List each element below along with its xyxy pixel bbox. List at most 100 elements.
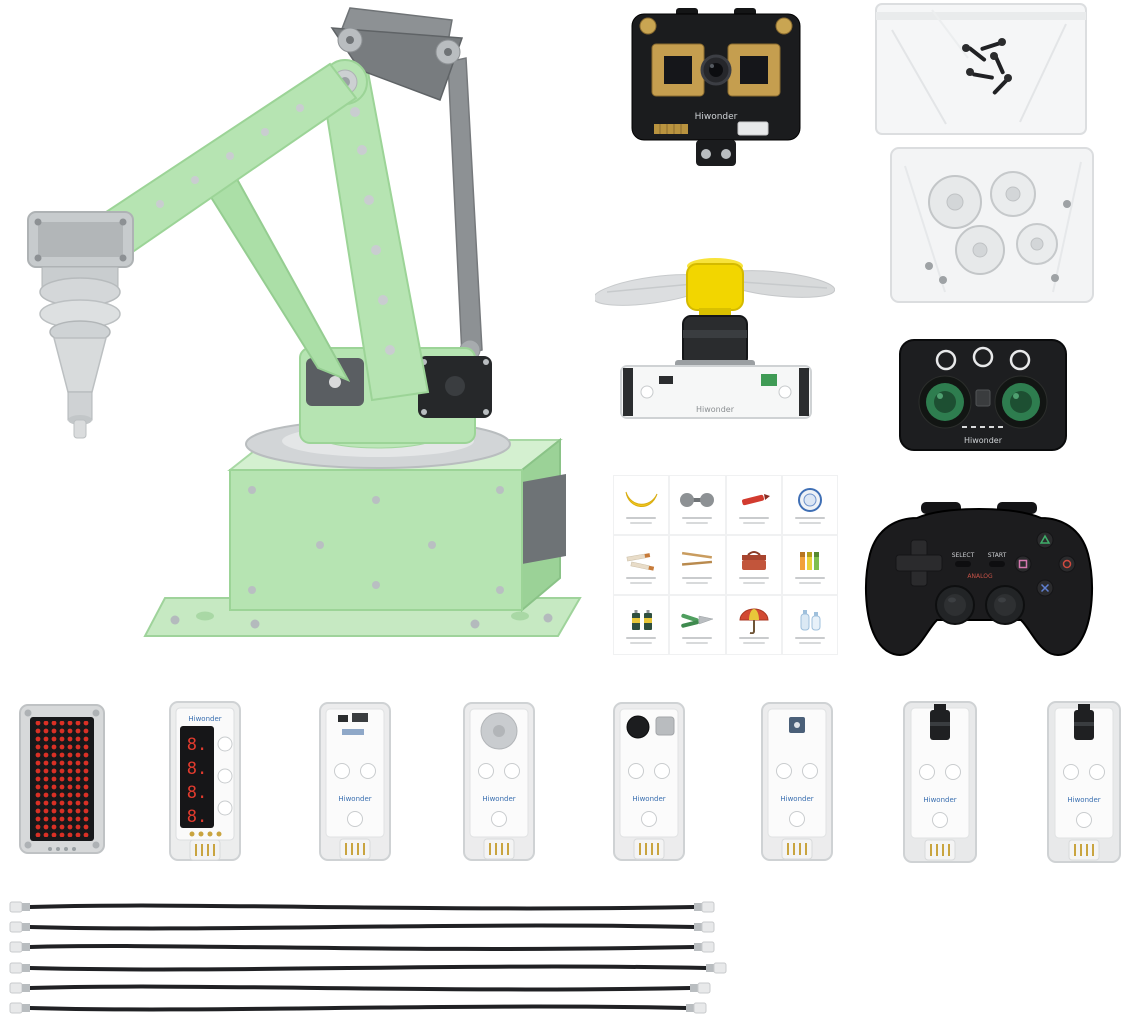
- chip: [342, 729, 364, 735]
- main-arm-link: [320, 70, 430, 402]
- dot-matrix-module: [18, 703, 106, 855]
- card-garden-shears: [669, 595, 726, 655]
- card-umbrella: [725, 595, 782, 655]
- mount-hole: [919, 764, 935, 780]
- cigarette-butts-icon: [626, 553, 655, 571]
- umbrella-icon: [739, 608, 769, 634]
- chip: [352, 713, 368, 722]
- mount-hole: [628, 763, 644, 779]
- metal-discs: [925, 171, 1071, 284]
- led-dots: [34, 721, 90, 837]
- round-black-sensor: [626, 715, 650, 739]
- mount-hole: [347, 811, 363, 827]
- mount-hole: [789, 811, 805, 827]
- round-sensor-module: Hiwonder: [462, 701, 536, 862]
- sensor-module-a-illustration: Hiwonder: [319, 702, 391, 861]
- chip-window: [794, 722, 800, 728]
- cables-illustration: [9, 901, 727, 1014]
- tool-box-icon: [741, 551, 766, 570]
- sensor-right: [740, 56, 768, 84]
- cable-set: [8, 895, 728, 1017]
- joystick-module: Hiwonder: [898, 338, 1068, 453]
- mount-hole: [1089, 764, 1105, 780]
- start-label: START: [988, 552, 1007, 559]
- fan-hub: [686, 263, 744, 311]
- mount-hole: [491, 811, 507, 827]
- robot-arm: [0, 0, 600, 660]
- cable: [9, 941, 715, 953]
- mount-hole: [776, 763, 792, 779]
- chip: [338, 715, 348, 722]
- select-button: [955, 561, 971, 567]
- analog-label: ANALOG: [967, 573, 993, 580]
- brand-label: Hiwonder: [780, 795, 813, 803]
- bearing-bag-illustration: [890, 147, 1094, 303]
- connector-module-a: Hiwonder: [902, 700, 978, 864]
- brand-label: Hiwonder: [482, 795, 515, 803]
- cable: [9, 962, 727, 974]
- joystick-module-illustration: Hiwonder: [899, 339, 1067, 451]
- card-disposable-chopsticks: [669, 535, 726, 595]
- connector-module-a-illustration: Hiwonder: [903, 701, 977, 863]
- screw-icon: [24, 841, 32, 849]
- plastic-bag: [890, 147, 1094, 303]
- gamepad-body: [864, 507, 1094, 656]
- mount-hole: [778, 385, 792, 399]
- plug-tip: [1078, 704, 1090, 712]
- joystick-left: [918, 375, 972, 429]
- chip-sensor-module: Hiwonder: [760, 701, 834, 862]
- mount-hole: [932, 812, 948, 828]
- ring-button: [972, 346, 994, 368]
- board-rail-right: [799, 368, 809, 416]
- fan-motor: [682, 315, 748, 367]
- brand-label: Hiwonder: [923, 796, 956, 804]
- dual-sensor-module: Hiwonder: [612, 701, 686, 862]
- chip-sensor-illustration: Hiwonder: [761, 702, 833, 861]
- digit: 8.: [187, 783, 207, 803]
- card-banana-peel: [613, 475, 670, 535]
- plastic-bag: [875, 3, 1087, 135]
- plate-icon: [797, 488, 822, 512]
- pin-header: [654, 124, 688, 134]
- dpad: [895, 539, 943, 587]
- fan-module-illustration: Hiwonder: [595, 258, 835, 419]
- select-label: SELECT: [952, 552, 975, 559]
- rear-link: [447, 57, 483, 361]
- hub-neck: [699, 308, 731, 318]
- connector-tab: [189, 839, 221, 861]
- screws-cluster: [962, 38, 1012, 95]
- motor-band: [683, 330, 747, 338]
- screw-bag-illustration: [875, 3, 1087, 135]
- cable: [9, 901, 715, 913]
- connector-tab: [339, 838, 371, 860]
- mount-hole: [217, 736, 233, 752]
- lens-highlight: [710, 64, 714, 68]
- ring-button: [935, 349, 957, 371]
- terminal-block: [761, 374, 777, 386]
- dash-marks: [962, 426, 1003, 428]
- connector-module-b-illustration: Hiwonder: [1047, 701, 1121, 863]
- connector-tab: [924, 839, 956, 861]
- screw-icon: [721, 149, 731, 159]
- dumbbell-icon: [680, 493, 715, 507]
- round-sensor-illustration: Hiwonder: [463, 702, 535, 861]
- mount-hole: [945, 764, 961, 780]
- brand-label: Hiwonder: [964, 436, 1003, 445]
- module-pcb: [325, 708, 385, 838]
- fan-module: Hiwonder: [595, 252, 835, 424]
- garden-shears-icon: [681, 613, 715, 628]
- digit-display-module: Hiwonder 8. 8. 8. 8.: [168, 700, 242, 862]
- support-strut: [202, 168, 351, 382]
- brand-label: Hiwonder: [695, 112, 738, 122]
- mount-hole: [641, 811, 657, 827]
- card-tool-box: [725, 535, 782, 595]
- gold-screw-icon: [775, 17, 793, 35]
- digit: 8.: [187, 735, 207, 755]
- chip: [659, 376, 673, 384]
- digit: 8.: [187, 807, 207, 827]
- plastic-bottles-icon: [800, 610, 821, 631]
- screw-icon: [701, 149, 711, 159]
- gold-screw-icon: [639, 17, 657, 35]
- module-pcb: [767, 708, 827, 838]
